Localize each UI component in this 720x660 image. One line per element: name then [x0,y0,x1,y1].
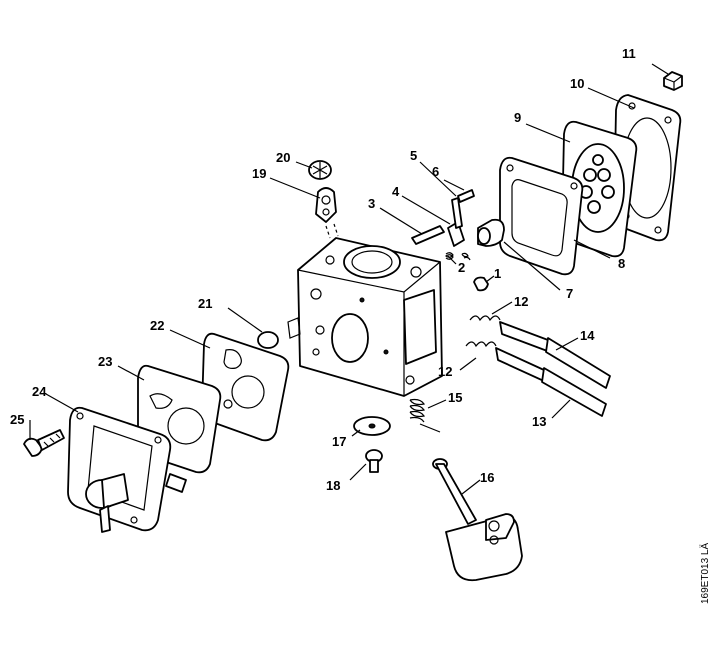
carburetor-body [287,223,443,397]
part-24-pump-cover [67,406,187,533]
part-17-washer [353,416,391,436]
part-10-cover [613,94,682,242]
callout-2: 2 [458,260,465,275]
parts-3-6-inlet-lever [411,189,475,261]
callout-5: 5 [410,148,417,163]
callout-7: 7 [566,286,573,301]
callout-18: 18 [326,478,340,493]
callout-19: 19 [252,166,266,181]
part-15-spring [409,398,441,433]
callout-9: 9 [514,110,521,125]
part-16-throttle-shaft [432,458,523,582]
callout-20: 20 [276,150,290,165]
part-19-clip [315,187,337,223]
callout-15: 15 [448,390,462,405]
callout-4: 4 [392,184,400,199]
callout-23: 23 [98,354,112,369]
callout-13: 13 [532,414,546,429]
reference-code: 169ET013 LÄ [699,543,711,604]
callout-3: 3 [368,196,375,211]
part-21-cap [257,331,279,349]
part-8-gasket [499,156,584,276]
callout-25: 25 [10,412,24,427]
callout-12-lower: 12 [438,364,452,379]
callout-17: 17 [332,434,346,449]
callout-12-upper: 12 [514,294,528,309]
part-7-fitting [477,218,505,247]
part-11-screw [663,71,683,91]
callout-labels: 1 2 3 4 5 6 7 8 9 10 11 12 12 13 14 15 1… [10,46,636,493]
part-20-cap [308,160,332,180]
part-22-gasket [201,332,290,442]
callout-14: 14 [580,328,595,343]
part-14-high-speed-needle [469,315,611,389]
callout-24: 24 [32,384,47,399]
leader-lines [29,63,669,495]
callout-10: 10 [570,76,584,91]
callout-21: 21 [198,296,212,311]
callout-6: 6 [432,164,439,179]
callout-16: 16 [480,470,494,485]
callout-22: 22 [150,318,164,333]
part-1-plug [473,276,489,292]
part-18-screw [365,449,383,473]
callout-11: 11 [622,46,636,61]
callout-1: 1 [494,266,501,281]
callout-8: 8 [618,256,625,271]
part-25-screw [23,429,65,457]
part-13-low-speed-needle [465,341,607,417]
